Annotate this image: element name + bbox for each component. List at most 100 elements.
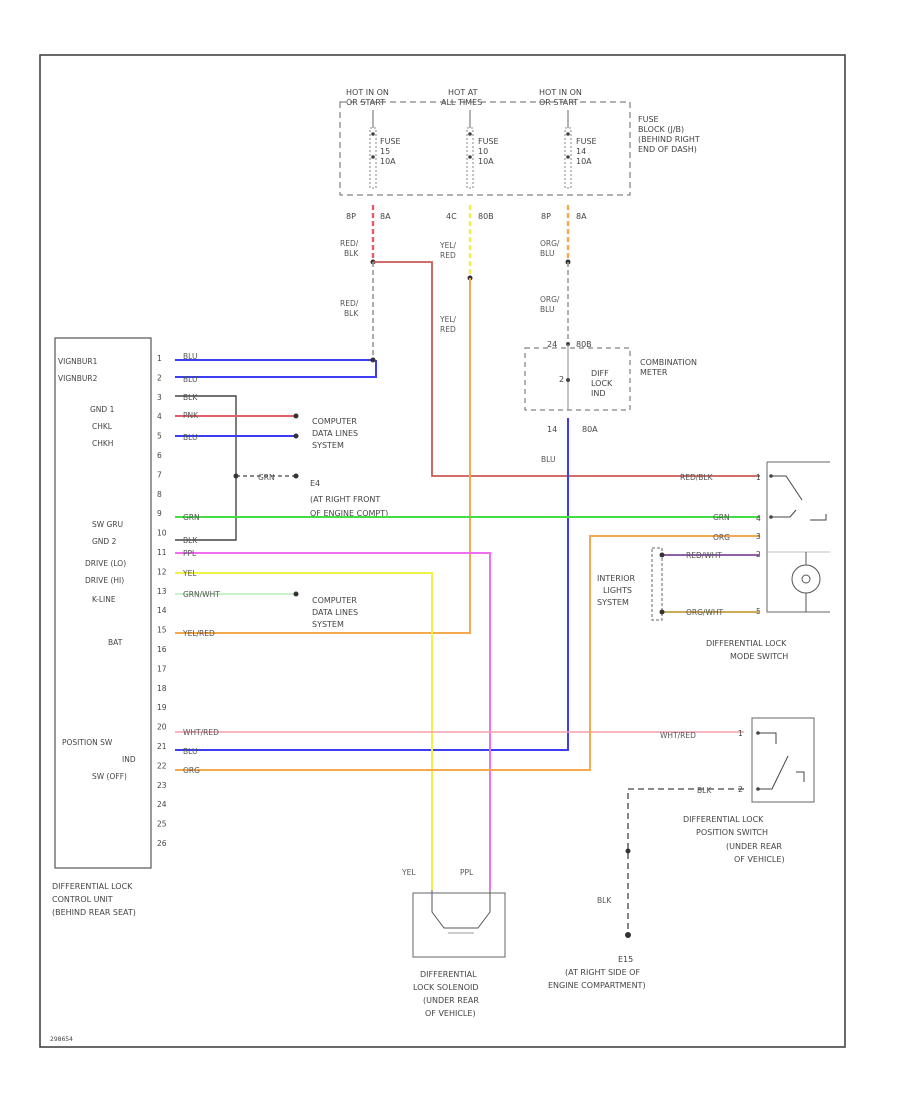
position-switch-caption-4: OF VEHICLE) [734,855,785,864]
mode-switch-lamp-filament-icon [801,574,811,584]
fuse-2-pin-b: 80B [478,212,494,221]
data-line-2-node-icon [293,433,299,439]
differential-lock-control-unit: 1234567891011121314151617181920212223242… [52,337,167,917]
combination-meter-label-1: COMBINATION [640,358,697,367]
wire-label-red-blk-2: BLK [344,249,359,258]
fuse-2-node2-icon [468,155,472,159]
wire-org-sw-off [175,535,760,771]
ground-e4-label: E4 [310,479,320,488]
wire-label-red-blk-sw: RED/BLK [680,473,714,482]
wire-label-pin14: YEL [182,569,197,578]
cu-label-sw-off: SW (OFF) [92,772,127,781]
control-unit-wires: BLU BLU BLK BLK GRN E4 (AT RIGHT FRONT O… [175,352,760,890]
fuse-2-label: FUSE [478,137,499,146]
ground-e15-icon [625,932,631,938]
wire-label-yel-red-4: RED [440,325,456,334]
meter-pin-24: 24 [547,340,557,349]
wire-label-pin4: PNK [183,411,199,420]
mode-switch-tip-icon [789,509,797,518]
cu-pin-2: 2 [157,373,162,382]
mode-switch-pin-4: 4 [756,514,761,523]
computer-data-2-line-3: SYSTEM [312,620,344,629]
mode-switch-lamp-icon [791,564,821,594]
cu-pin-17: 17 [157,664,167,673]
position-switch-arm-icon [758,755,789,790]
control-unit-caption-2: CONTROL UNIT [52,895,113,904]
fuse-3-pin-b: 8A [576,212,587,221]
ground-e15-desc-2: ENGINE COMPARTMENT) [548,981,646,990]
interior-lights-label-2: LIGHTS [603,586,632,595]
fuse-3-icon [564,127,572,189]
interior-lights-label-1: INTERIOR [597,574,636,583]
wire-label-red-blk-3: RED/ [340,299,359,308]
meter-ind: IND [591,389,606,398]
fuse-block-label-2: BLOCK (J/B) [638,125,684,134]
meter-lock: LOCK [591,379,613,388]
wire-runs-top: RED/ BLK RED/ BLK YEL/ RED YEL/ RED ORG/… [175,205,760,634]
cu-pin-8: 8 [157,490,162,499]
interior-lights-node-2-icon [659,609,665,615]
power-source-3-line-2: OR START [539,98,578,107]
meter-led-node-icon [566,378,570,382]
cu-label-chkl: CHKL [92,422,113,431]
fuse-1-rating: 10A [380,157,396,166]
mode-switch-pin-3: 3 [756,532,761,541]
cu-pin-15: 15 [157,626,167,635]
wire-label-pin2: BLU [183,375,197,384]
combination-meter: 24 80B 2 DIFF LOCK IND COMBINATION METER… [524,340,697,464]
cu-label-gnd1: GND 1 [90,405,115,414]
cu-label-vignbur1: VIGNBUR1 [58,357,98,366]
cu-pin-21: 21 [157,742,167,751]
figure-code: 298654 [50,1036,73,1043]
solenoid-caption-2: LOCK SOLENOID [413,983,479,992]
cu-label-chkh: CHKH [92,439,113,448]
wire-label-red-blk-4: BLK [344,309,359,318]
interior-lights-connector [651,547,663,621]
power-source-1-line-1: HOT IN ON [346,88,389,97]
computer-data-1-line-3: SYSTEM [312,441,344,450]
fuse-block-label-4: END OF DASH) [638,145,697,154]
cu-pin-11: 11 [157,548,167,557]
fuse-block-outline [339,101,631,196]
interior-lights-label-3: SYSTEM [597,598,629,607]
wire-label-blk-pos: BLK [697,786,712,795]
wire-label-pin16: YEL/RED [182,629,215,638]
wire-red-blk-to-switch [373,261,760,477]
position-switch-caption-3: (UNDER REAR [726,842,782,851]
data-line-1-node-icon [293,413,299,419]
cu-pin-23: 23 [157,781,167,790]
cu-pin-3: 3 [157,393,162,402]
wire-blk-gnd [175,395,237,541]
wire-label-pin21: BLU [183,747,197,756]
wire-label-yel-red-2: RED [440,251,456,260]
ground-e15-splice-icon [625,848,631,854]
differential-lock-mode-switch: RED/BLK 1 4 3 2 5 DIFFERENTIAL LOCK MODE… [680,461,830,661]
cu-pin-25: 25 [157,820,167,829]
solenoid-box [412,892,506,958]
position-switch-terminal-icon [796,771,805,782]
wire-label-pin1: BLU [183,352,197,361]
data-line-3-node-icon [293,591,299,597]
wire-label-yel-sol: YEL [401,868,416,877]
control-unit-caption-3: (BEHIND REAR SEAT) [52,908,136,917]
cu-pin-9: 9 [157,509,162,518]
meter-pin-80b: 80B [576,340,592,349]
wire-label-org-blu-3: ORG/ [540,295,560,304]
mode-switch-caption-2: MODE SWITCH [730,652,788,661]
computer-data-1-line-1: COMPUTER [312,417,357,426]
mode-switch-outline [766,461,830,613]
wire-label-yel-red-3: YEL/ [439,315,456,324]
control-unit-pin-numbers: 1234567891011121314151617181920212223242… [157,354,167,848]
fuse-1-node2-icon [371,155,375,159]
computer-data-2-line-1: COMPUTER [312,596,357,605]
solenoid-caption-3: (UNDER REAR [423,996,479,1005]
meter-diff: DIFF [591,369,609,378]
cu-pin-24: 24 [157,800,167,809]
wire-label-org-blu-4: BLU [540,305,554,314]
position-switch-lead-1-icon [758,732,777,744]
meter-pin-14: 14 [547,425,557,434]
fuse-2-node-icon [468,132,472,136]
cu-pin-6: 6 [157,451,162,460]
wire-ppl-drive-lo [175,552,491,890]
control-unit-caption-1: DIFFERENTIAL LOCK [52,882,133,891]
